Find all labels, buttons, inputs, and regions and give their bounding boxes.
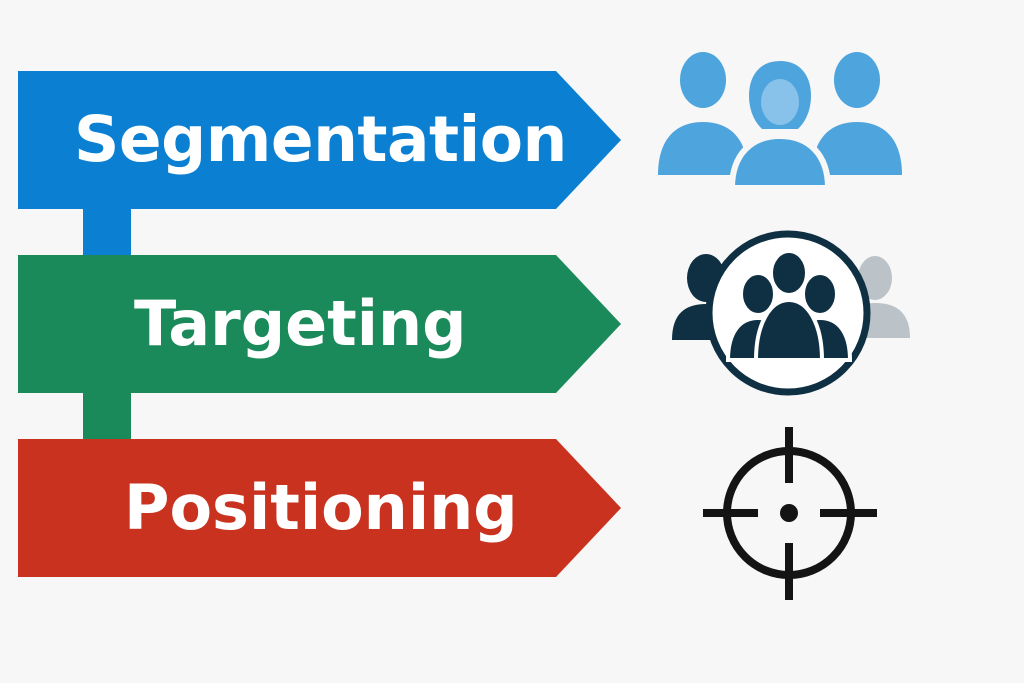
connector-targeting-positioning bbox=[83, 385, 131, 447]
people-group-icon bbox=[658, 52, 902, 190]
step-segmentation-arrow: Segmentation bbox=[18, 71, 621, 209]
crosshair-icon bbox=[703, 427, 877, 600]
target-audience-icon bbox=[672, 230, 910, 396]
step-positioning-arrow: Positioning bbox=[18, 439, 621, 577]
step-targeting-arrow: Targeting bbox=[18, 255, 621, 393]
step-positioning-label: Positioning bbox=[124, 471, 518, 544]
step-targeting-label: Targeting bbox=[134, 287, 467, 360]
connector-segmentation-targeting bbox=[83, 200, 131, 264]
step-segmentation-label: Segmentation bbox=[74, 103, 567, 176]
